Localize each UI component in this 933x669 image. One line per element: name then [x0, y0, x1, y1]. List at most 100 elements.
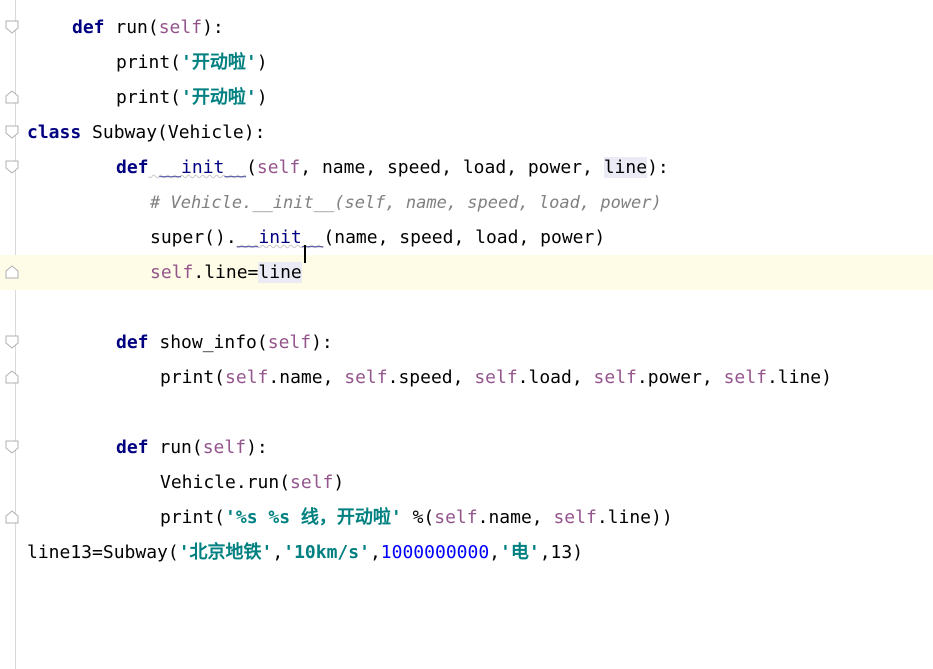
code-line[interactable]: line13=Subway('北京地铁','10km/s',1000000000…	[0, 535, 933, 570]
code-token: self	[202, 437, 247, 458]
code-token: .line)	[766, 367, 832, 388]
code-token: self	[474, 367, 518, 388]
code-token: # Vehicle.__init__(self, name, speed, lo…	[150, 193, 662, 213]
code-token: __init__	[236, 227, 324, 248]
code-token: class	[27, 122, 82, 143]
code-line[interactable]: print('开动啦')	[0, 45, 933, 80]
code-token: self	[150, 262, 194, 283]
code-text: print('开动啦')	[116, 80, 268, 115]
code-token: print(	[160, 507, 226, 528]
code-token: self	[723, 367, 767, 388]
code-text: def show_info(self):	[116, 325, 333, 360]
code-token: ):	[202, 17, 224, 38]
fold-end-icon[interactable]	[5, 90, 19, 104]
code-token: (name, speed, load, power)	[323, 227, 606, 248]
code-token: .speed,	[387, 367, 475, 388]
code-text: # Vehicle.__init__(self, name, speed, lo…	[150, 185, 662, 221]
code-token: __init__	[148, 157, 247, 178]
code-token: def	[116, 157, 149, 178]
fold-end-icon[interactable]	[5, 265, 19, 279]
code-line-current[interactable]: self.line=line	[0, 255, 933, 290]
code-token: run(	[104, 17, 159, 38]
code-token: def	[72, 17, 105, 38]
code-token: run(	[148, 437, 203, 458]
code-token: ,	[369, 542, 381, 563]
code-line[interactable]: def run(self):	[0, 10, 933, 45]
code-token: ):	[311, 332, 333, 353]
code-token: self	[267, 332, 312, 353]
code-token: ,13)	[539, 542, 584, 563]
code-text: Vehicle.run(self)	[160, 465, 344, 500]
code-token: .load,	[517, 367, 594, 388]
code-token: self	[225, 367, 269, 388]
code-text: self.line=line	[150, 255, 302, 290]
fold-end-icon[interactable]	[5, 510, 19, 524]
code-token: print(	[116, 87, 182, 108]
code-token: print(	[116, 52, 182, 73]
code-token: '%s %s 线，开动啦'	[225, 507, 402, 528]
code-token: %(	[401, 507, 435, 528]
fold-start-icon[interactable]	[5, 160, 19, 174]
code-text: line13=Subway('北京地铁','10km/s',1000000000…	[27, 535, 583, 570]
code-token: .name,	[477, 507, 554, 528]
code-line[interactable]: def show_info(self):	[0, 325, 933, 360]
code-token: )	[333, 472, 345, 493]
fold-start-icon[interactable]	[5, 335, 19, 349]
code-line[interactable]: def __init__(self, name, speed, load, po…	[0, 150, 933, 185]
code-line[interactable]: Vehicle.run(self)	[0, 465, 933, 500]
code-token: def	[116, 437, 149, 458]
code-token: Subway(Vehicle):	[81, 122, 266, 143]
code-text: class Subway(Vehicle):	[27, 115, 265, 150]
fold-start-icon[interactable]	[5, 20, 19, 34]
gutter-separator	[15, 0, 16, 669]
code-token: '电'	[500, 542, 540, 563]
code-line[interactable]: def run(self):	[0, 430, 933, 465]
code-line[interactable]: print('%s %s 线，开动啦' %(self.name, self.li…	[0, 500, 933, 535]
code-text: def run(self):	[116, 430, 268, 465]
code-token: ,	[272, 542, 284, 563]
code-token: ):	[246, 437, 268, 458]
code-token: self	[344, 367, 388, 388]
code-text: def __init__(self, name, speed, load, po…	[116, 150, 669, 185]
code-token: self	[158, 17, 203, 38]
code-token: show_info(	[148, 332, 268, 353]
code-text: print(self.name, self.speed, self.load, …	[160, 360, 832, 395]
code-token: .line=	[193, 262, 259, 283]
code-token: , name, speed, load, power,	[300, 157, 604, 178]
code-line[interactable]: super().__init__(name, speed, load, powe…	[0, 220, 933, 255]
code-token: '开动啦'	[181, 52, 257, 73]
code-token: 1000000000	[380, 542, 490, 563]
code-token: self	[434, 507, 478, 528]
code-token: line	[603, 157, 648, 178]
code-token: def	[116, 332, 149, 353]
code-token: .power,	[636, 367, 724, 388]
code-token: )	[256, 87, 268, 108]
code-token: .name,	[268, 367, 345, 388]
code-token: self	[553, 507, 597, 528]
code-line[interactable]: class Subway(Vehicle):	[0, 115, 933, 150]
fold-start-icon[interactable]	[5, 125, 19, 139]
code-token: )	[256, 52, 268, 73]
code-token: self	[593, 367, 637, 388]
code-token: ):	[647, 157, 669, 178]
fold-end-icon[interactable]	[5, 370, 19, 384]
code-text: def run(self):	[72, 10, 224, 45]
code-token: self	[256, 157, 301, 178]
code-token: line	[258, 262, 302, 283]
code-token: print(	[160, 367, 226, 388]
code-token: (	[246, 157, 257, 178]
code-token: '10km/s'	[283, 542, 370, 563]
text-cursor	[304, 245, 306, 263]
code-token: .line))	[596, 507, 673, 528]
fold-start-icon[interactable]	[5, 440, 19, 454]
code-token: '北京地铁'	[178, 542, 273, 563]
code-text: print('开动啦')	[116, 45, 268, 80]
code-line[interactable]: # Vehicle.__init__(self, name, speed, lo…	[0, 185, 933, 220]
code-token: line13=Subway(	[27, 542, 179, 563]
code-token: super().	[150, 227, 237, 248]
code-text: super().__init__(name, speed, load, powe…	[150, 220, 605, 255]
code-text: print('%s %s 线，开动啦' %(self.name, self.li…	[160, 500, 673, 535]
code-token: self	[290, 472, 334, 493]
code-line[interactable]: print('开动啦')	[0, 80, 933, 115]
code-line[interactable]: print(self.name, self.speed, self.load, …	[0, 360, 933, 395]
